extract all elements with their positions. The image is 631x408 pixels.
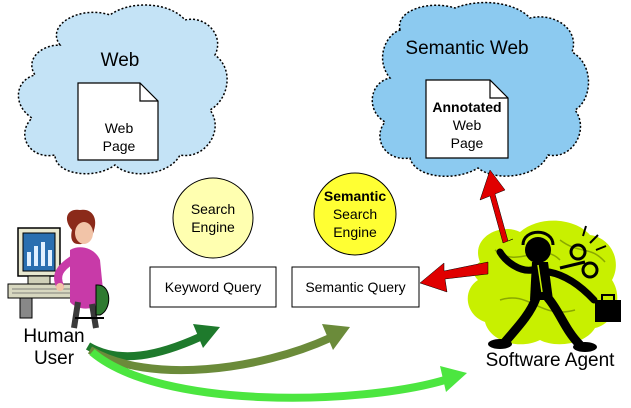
web-page-label-line1: Web <box>104 120 134 136</box>
semantic-query-label: Semantic Query <box>305 279 406 295</box>
green-arrow-to-keyword-query <box>85 324 220 361</box>
annotated-web-page-label: Annotated Web Page <box>428 98 506 152</box>
search-engine-label-line1: Search <box>190 201 236 217</box>
keyword-query-box <box>149 266 277 308</box>
semantic-web-cloud-title: Semantic Web <box>405 38 529 59</box>
semantic-search-engine-label-line1: Semantic <box>323 188 387 204</box>
semantic-search-engine-label-line3: Engine <box>333 224 377 240</box>
annotated-web-page-label-line1: Annotated <box>432 99 502 115</box>
web-page-label-line2: Page <box>102 138 136 154</box>
human-user-label-line1: Human <box>23 326 85 347</box>
software-agent-label: Software Agent <box>485 350 615 371</box>
annotated-web-page-document-icon <box>425 79 509 159</box>
semantic-search-engine-label-line2: Search <box>332 206 378 222</box>
search-engine-circle <box>172 177 254 259</box>
red-arrow-to-semantic-web <box>479 169 514 244</box>
red-arrow-to-semantic-query <box>419 261 489 293</box>
search-engine-label-line2: Engine <box>191 219 235 235</box>
web-page-document-icon <box>77 82 159 161</box>
semantic-query-box <box>291 266 420 308</box>
web-page-label: Web Page <box>88 119 150 155</box>
human-user-label-line2: User <box>33 348 75 369</box>
software-agent-figure-icon <box>488 225 621 352</box>
search-engine-label: Search Engine <box>183 200 243 236</box>
semantic-search-engine-label: Semantic Search Engine <box>318 187 392 241</box>
annotated-web-page-label-line3: Page <box>450 135 484 151</box>
human-user-label: Human User <box>14 326 94 370</box>
human-user-computer-icon <box>7 209 110 329</box>
semantic-search-engine-circle <box>313 172 397 256</box>
green-arrow-to-semantic-query <box>87 324 350 375</box>
green-arrow-to-software-agent <box>89 348 467 402</box>
web-cloud-title: Web <box>100 50 140 71</box>
annotated-web-page-label-line2: Web <box>452 117 482 133</box>
keyword-query-label: Keyword Query <box>164 279 262 295</box>
